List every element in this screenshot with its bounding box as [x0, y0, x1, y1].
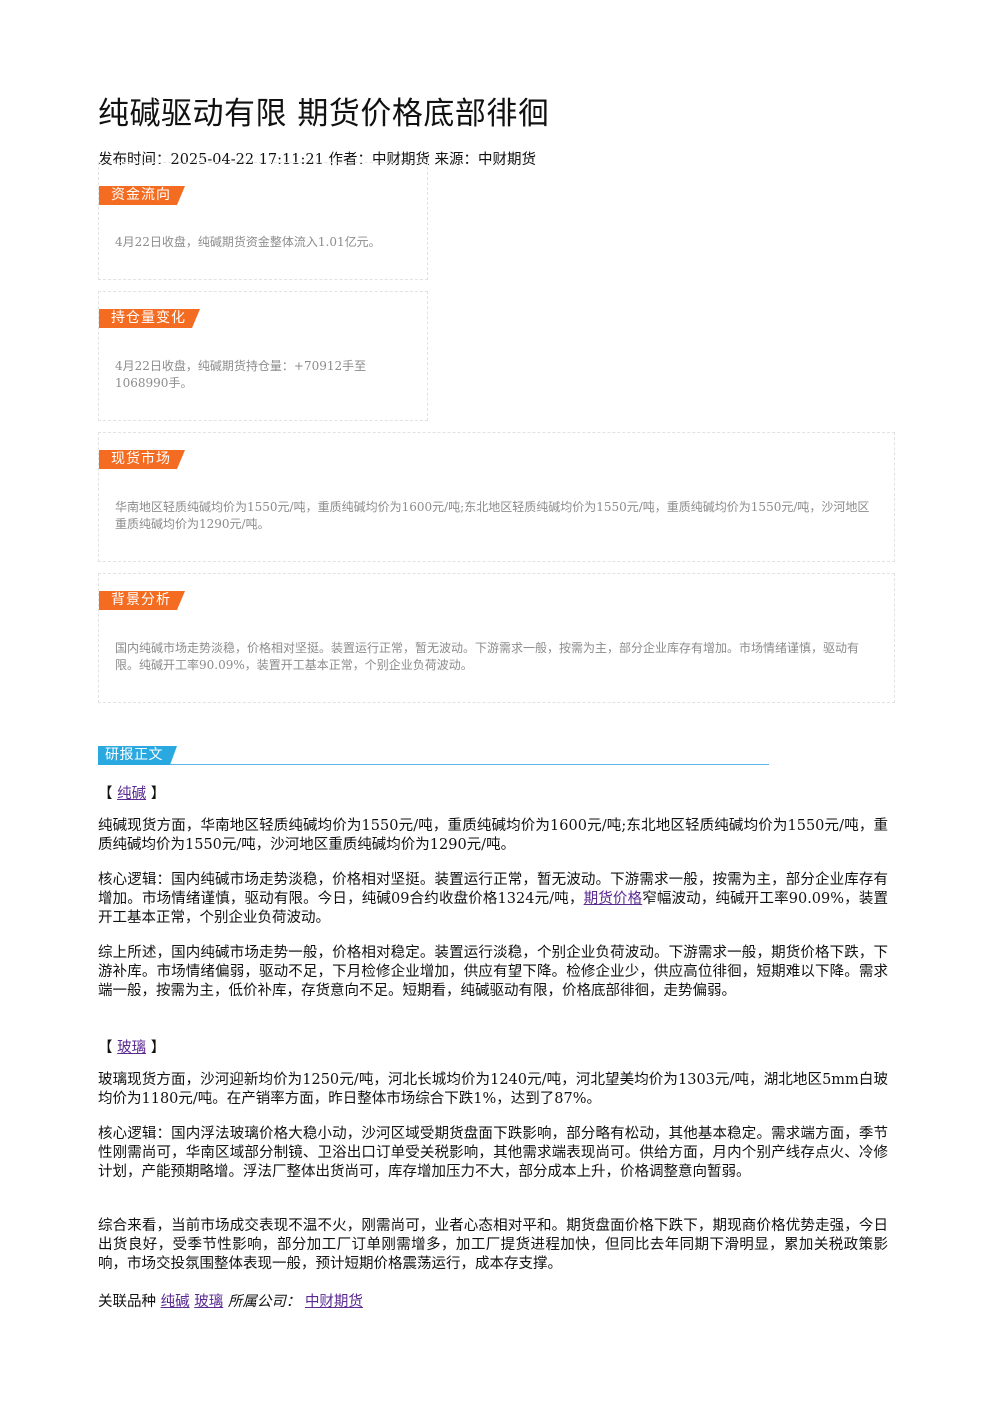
glass-heading: 【 玻璃 】	[98, 1040, 166, 1056]
summary-tag: 持仓量变化	[99, 309, 200, 328]
summary-tag: 现货市场	[99, 450, 185, 469]
company-label: 所属公司：	[227, 1294, 301, 1310]
summary-tag: 背景分析	[99, 591, 185, 610]
summary-card-background: 背景分析 国内纯碱市场走势淡稳，价格相对坚挺。装置运行正常，暂无波动。下游需求一…	[98, 573, 895, 703]
summary-text: 4月22日收盘，纯碱期货资金整体流入1.01亿元。	[115, 235, 381, 249]
soda-paragraph-3: 综上所述，国内纯碱市场走势一般，价格相对稳定。装置运行淡稳，个别企业负荷波动。下…	[98, 945, 888, 999]
related-soda-link[interactable]: 纯碱	[160, 1294, 190, 1310]
company-link[interactable]: 中财期货	[304, 1294, 363, 1310]
soda-heading: 【 纯碱 】	[98, 786, 166, 802]
section-header: 研报正文	[98, 744, 769, 765]
article-meta: 发布时间：2025-04-22 17:11:21 作者：中财期货 来源：中财期货	[98, 152, 537, 168]
related-glass-link[interactable]: 玻璃	[194, 1294, 224, 1310]
summary-text: 华南地区轻质纯碱均价为1550元/吨，重质纯碱均价为1600元/吨;东北地区轻质…	[115, 500, 870, 531]
soda-paragraph-2: 核心逻辑：国内纯碱市场走势淡稳，价格相对坚挺。装置运行正常，暂无波动。下游需求一…	[98, 872, 888, 926]
summary-card-spot-market: 现货市场 华南地区轻质纯碱均价为1550元/吨，重质纯碱均价为1600元/吨;东…	[98, 432, 895, 562]
glass-paragraph-2: 核心逻辑：国内浮法玻璃价格大稳小动，沙河区域受期货盘面下跌影响，部分略有松动，其…	[98, 1126, 888, 1180]
glass-link[interactable]: 玻璃	[117, 1040, 147, 1056]
summary-card-open-interest: 持仓量变化 4月22日收盘，纯碱期货持仓量：+70912手至1068990手。	[98, 291, 428, 421]
summary-text: 国内纯碱市场走势淡稳，价格相对坚挺。装置运行正常，暂无波动。下游需求一般，按需为…	[115, 641, 860, 672]
related-footer: 关联品种 纯碱 玻璃 所属公司： 中财期货	[98, 1290, 363, 1311]
soda-link[interactable]: 纯碱	[117, 786, 147, 802]
related-label: 关联品种	[98, 1294, 156, 1310]
soda-paragraph-1: 纯碱现货方面，华南地区轻质纯碱均价为1550元/吨，重质纯碱均价为1600元/吨…	[98, 818, 888, 853]
summary-text: 4月22日收盘，纯碱期货持仓量：+70912手至1068990手。	[115, 359, 367, 390]
page-title: 纯碱驱动有限 期货价格底部徘徊	[98, 96, 550, 132]
glass-paragraph-1: 玻璃现货方面，沙河迎新均价为1250元/吨，河北长城均价为1240元/吨，河北望…	[98, 1072, 888, 1107]
futures-price-link[interactable]: 期货价格	[583, 891, 643, 907]
summary-card-fund-flow: 资金流向 4月22日收盘，纯碱期货资金整体流入1.01亿元。	[98, 162, 428, 280]
summary-tag: 资金流向	[99, 186, 185, 205]
glass-paragraph-3: 综合来看，当前市场成交表现不温不火，刚需尚可，业者心态相对平和。期货盘面价格下跌…	[98, 1218, 888, 1272]
section-label: 研报正文	[98, 746, 177, 765]
